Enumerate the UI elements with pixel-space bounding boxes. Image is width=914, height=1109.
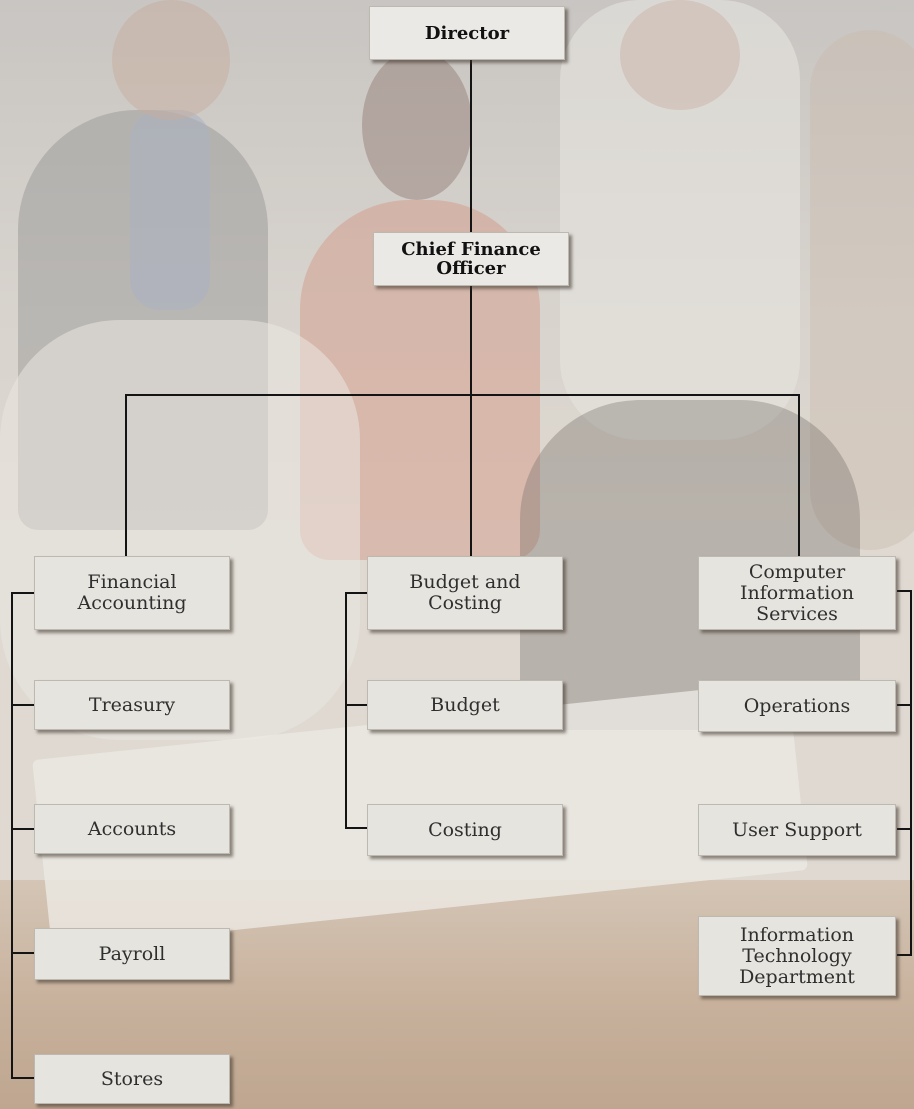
cfo-box: Chief Finance Officer <box>373 232 569 286</box>
operations-box: Operations <box>698 680 896 732</box>
budget-costing-box: Budget and Costing <box>367 556 563 630</box>
bracket-tick <box>345 827 367 829</box>
budget-box: Budget <box>367 680 563 730</box>
stores-box: Stores <box>34 1054 230 1104</box>
bracket-budget-spine <box>345 592 347 828</box>
connector-branch-financial <box>125 394 127 556</box>
financial-accounting-box: Financial Accounting <box>34 556 230 630</box>
bracket-tick <box>11 592 35 594</box>
background-figure <box>0 320 360 740</box>
bracket-tick <box>345 592 367 594</box>
background-figure <box>130 110 210 310</box>
bracket-computer-spine <box>910 590 912 956</box>
accounts-box: Accounts <box>34 804 230 854</box>
bracket-tick <box>11 1077 35 1079</box>
bracket-tick <box>11 704 35 706</box>
connector-branch-computer <box>798 394 800 556</box>
bracket-tick <box>345 704 367 706</box>
bracket-tick <box>897 590 911 592</box>
bracket-tick <box>897 954 911 956</box>
user-support-box: User Support <box>698 804 896 856</box>
background-figure <box>362 50 472 200</box>
payroll-box: Payroll <box>34 928 230 980</box>
connector-director-cfo <box>470 58 472 236</box>
connector-cfo-branch <box>470 284 472 556</box>
background-figure <box>560 0 800 440</box>
bracket-financial-spine <box>11 592 13 1078</box>
background-figure <box>112 0 230 120</box>
bracket-tick <box>11 952 35 954</box>
computer-services-box: Computer Information Services <box>698 556 896 630</box>
it-department-box: Information Technology Department <box>698 916 896 996</box>
bracket-tick <box>897 704 911 706</box>
connector-horizontal-branch <box>125 394 800 396</box>
bracket-tick <box>11 828 35 830</box>
bracket-tick <box>897 828 911 830</box>
treasury-box: Treasury <box>34 680 230 730</box>
director-box: Director <box>369 6 565 60</box>
costing-box: Costing <box>367 804 563 856</box>
background-figure <box>810 30 914 550</box>
background-figure <box>620 0 740 110</box>
